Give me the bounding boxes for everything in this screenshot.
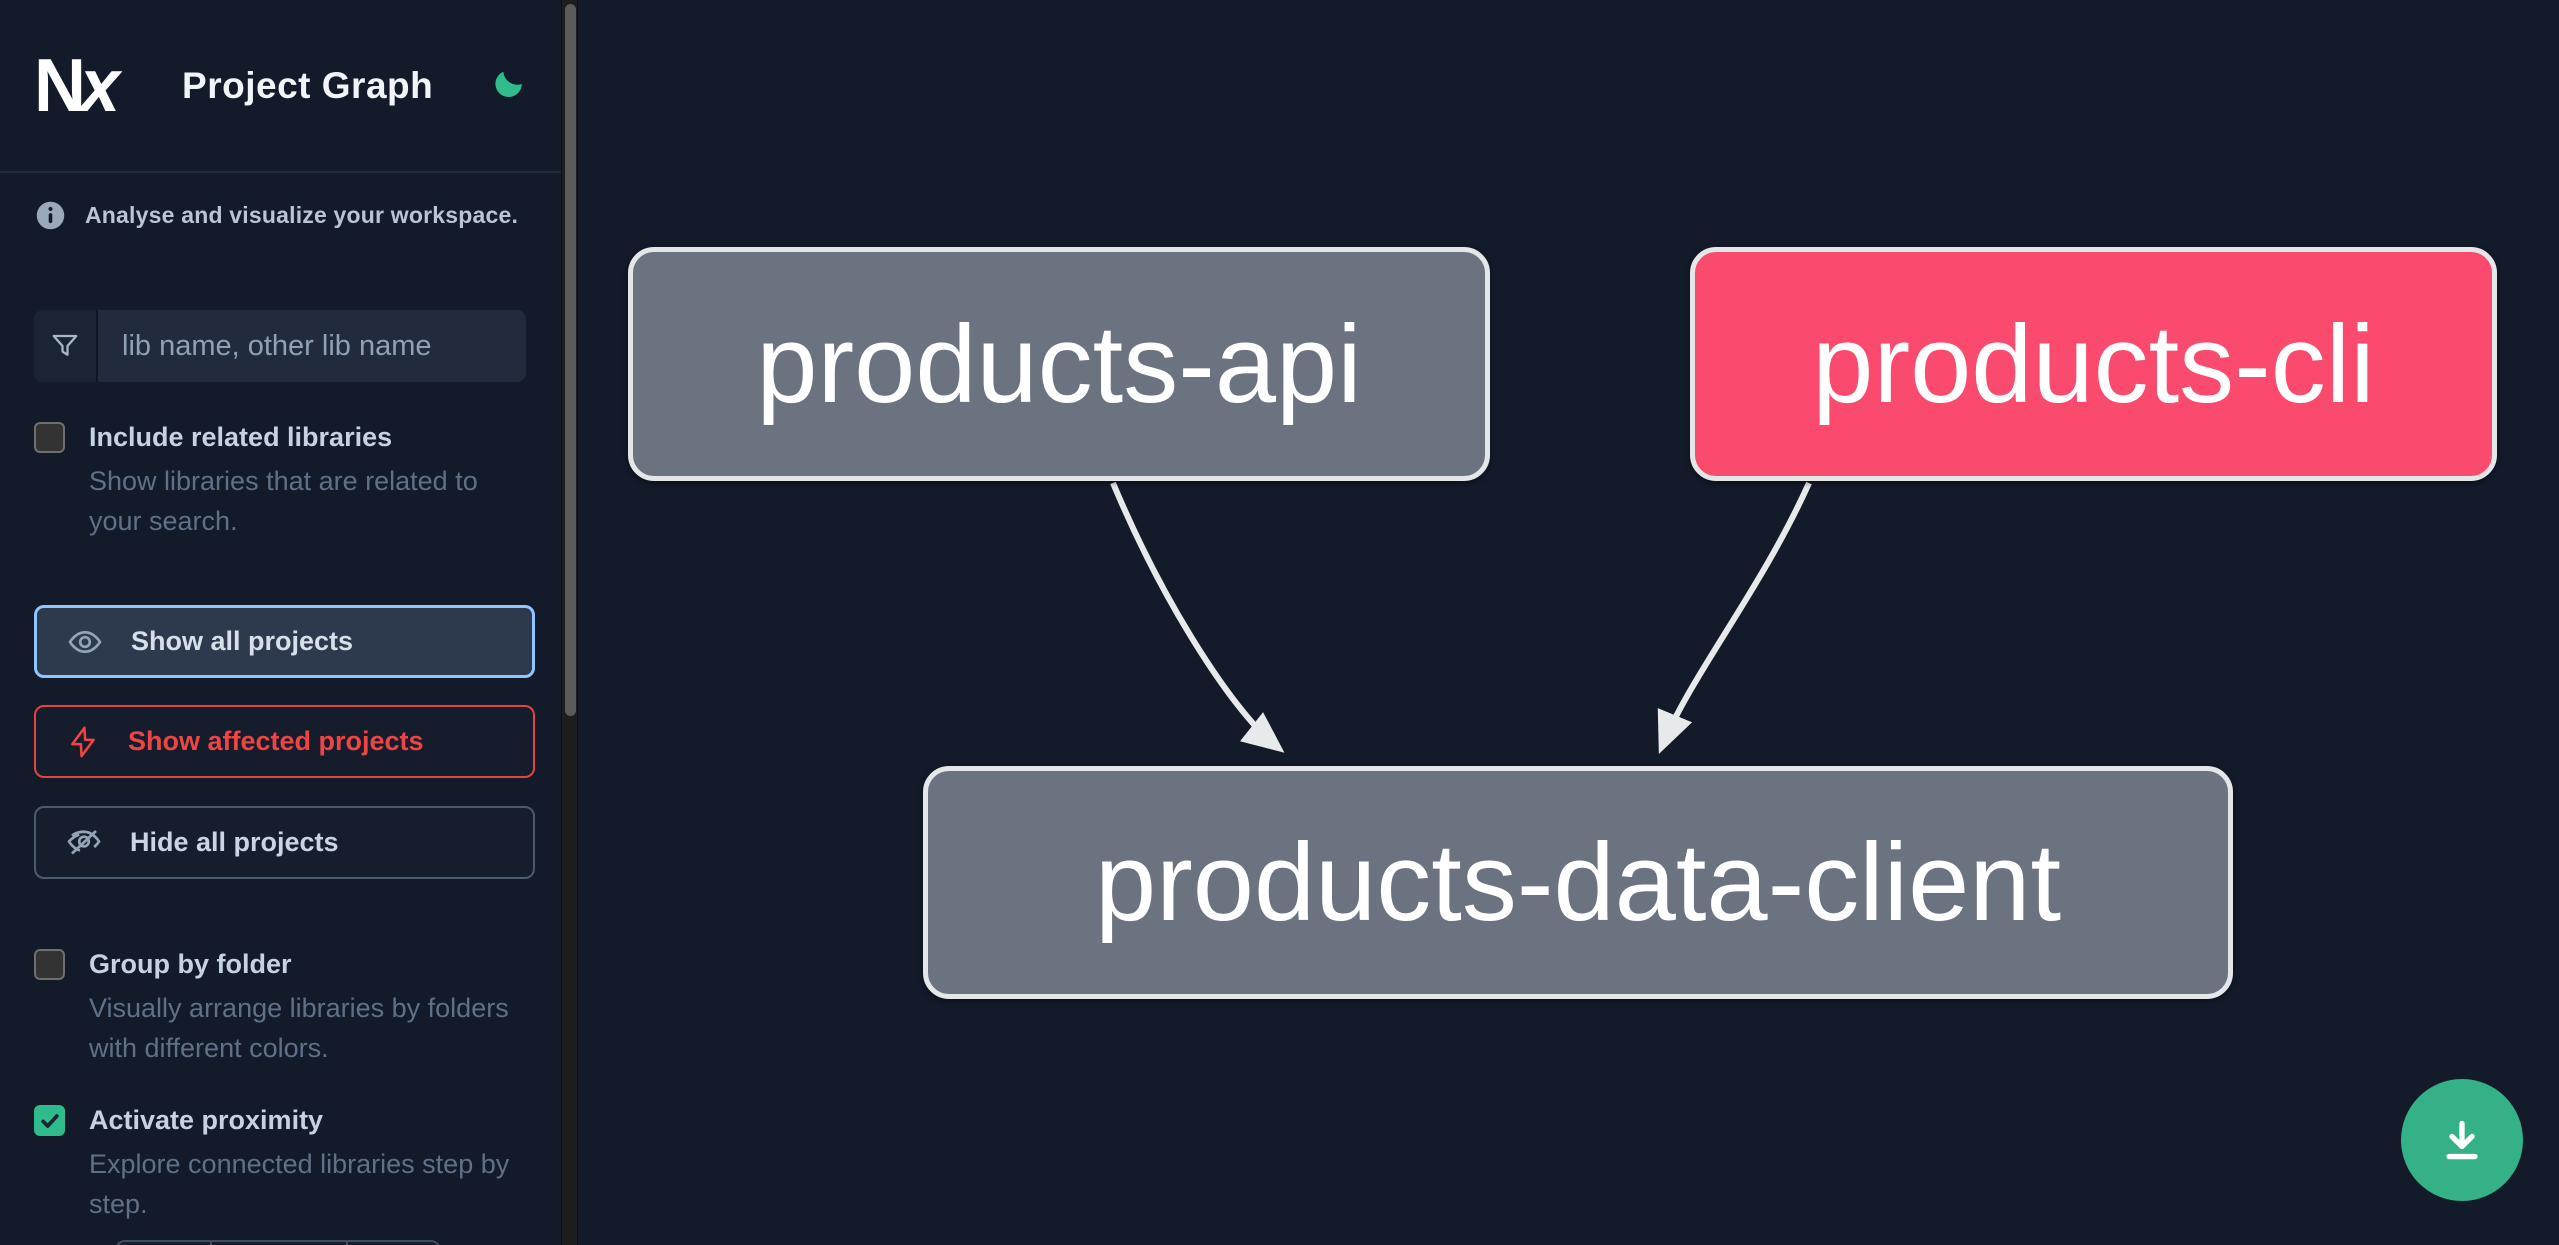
show-all-projects-label: Show all projects bbox=[131, 626, 354, 656]
hide-all-projects-label: Hide all projects bbox=[130, 827, 339, 857]
node-label: products-cli bbox=[1812, 302, 2375, 426]
moon-icon bbox=[495, 71, 522, 97]
activate-proximity-checkbox[interactable] bbox=[34, 1105, 65, 1136]
project-graph-canvas[interactable]: products-api products-cli products-data-… bbox=[578, 0, 2559, 1245]
show-affected-projects-button[interactable]: Show affected projects bbox=[34, 705, 535, 778]
group-by-folder-label[interactable]: Group by folder bbox=[89, 949, 292, 979]
node-products-data-client[interactable]: products-data-client bbox=[923, 766, 2233, 999]
page-title: Project Graph bbox=[182, 64, 434, 106]
nx-logo: Nx bbox=[34, 43, 120, 128]
check-icon bbox=[40, 1113, 59, 1128]
hide-all-projects-button[interactable]: Hide all projects bbox=[34, 806, 535, 879]
download-icon bbox=[2446, 1120, 2478, 1160]
stepper-value bbox=[212, 1242, 348, 1245]
sidebar-scrollbar-thumb[interactable] bbox=[565, 4, 576, 716]
node-label: products-api bbox=[756, 302, 1362, 426]
theme-toggle-button[interactable] bbox=[487, 66, 527, 106]
activate-proximity-description: Explore connected libraries step by step… bbox=[89, 1149, 510, 1219]
sidebar-scrollbar-track[interactable] bbox=[561, 0, 578, 1245]
search-input[interactable] bbox=[98, 310, 526, 382]
stepper-decrement[interactable] bbox=[117, 1242, 212, 1245]
search-box bbox=[34, 310, 526, 382]
eye-off-icon bbox=[67, 829, 101, 854]
node-label: products-data-client bbox=[1094, 821, 2062, 944]
include-related-description: Show libraries that are related to your … bbox=[89, 466, 478, 536]
node-products-api[interactable]: products-api bbox=[628, 247, 1490, 481]
info-icon bbox=[36, 201, 65, 230]
bolt-icon bbox=[71, 726, 95, 757]
eye-icon bbox=[68, 630, 102, 653]
group-by-folder-row: Group by folder bbox=[34, 949, 527, 980]
app-header: Nx Project Graph bbox=[0, 0, 561, 173]
activate-proximity-row: Activate proximity bbox=[34, 1105, 527, 1136]
include-related-row: Include related libraries bbox=[34, 422, 527, 453]
proximity-stepper[interactable] bbox=[115, 1240, 441, 1245]
activate-proximity-label[interactable]: Activate proximity bbox=[89, 1105, 324, 1135]
edge-api-to-data-client bbox=[1110, 481, 1285, 753]
filter-icon bbox=[34, 310, 98, 382]
group-by-folder-description: Visually arrange libraries by folders wi… bbox=[89, 993, 509, 1063]
show-affected-projects-label: Show affected projects bbox=[128, 726, 424, 756]
tagline-row: Analyse and visualize your workspace. bbox=[34, 199, 527, 232]
include-related-checkbox[interactable] bbox=[34, 422, 65, 453]
group-by-folder-checkbox[interactable] bbox=[34, 949, 65, 980]
tagline-text: Analyse and visualize your workspace. bbox=[85, 202, 519, 228]
download-graph-button[interactable] bbox=[2401, 1079, 2523, 1201]
dependency-edges bbox=[1110, 481, 1812, 754]
node-products-cli[interactable]: products-cli bbox=[1690, 247, 2497, 481]
include-related-label[interactable]: Include related libraries bbox=[89, 422, 393, 452]
show-all-projects-button[interactable]: Show all projects bbox=[34, 605, 535, 678]
edge-cli-to-data-client bbox=[1657, 481, 1812, 754]
sidebar: Nx Project Graph Analyse and visualize y… bbox=[0, 0, 561, 1245]
